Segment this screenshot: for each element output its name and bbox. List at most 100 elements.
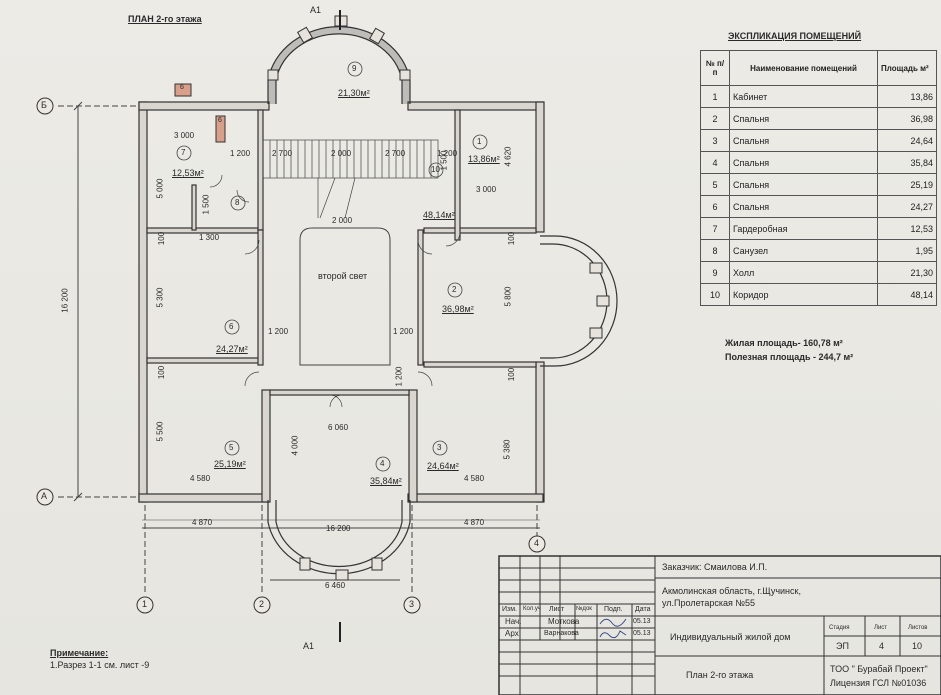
tb-sheet-header: Лист <box>874 625 888 631</box>
dim: 3 000 <box>174 131 195 140</box>
dim: 3 000 <box>476 185 497 194</box>
room-4-area: 35,84м² <box>370 476 402 486</box>
cell-no: 10 <box>700 283 730 306</box>
tb-row2-name: Варнакова <box>544 630 579 637</box>
tb-sheet: 4 <box>879 641 885 651</box>
dim: 4 000 <box>290 435 300 456</box>
dim: 100 <box>507 367 517 382</box>
tb-col-doc: №док <box>576 606 592 612</box>
note-text: 1.Разрез 1-1 см. лист -9 <box>50 660 150 670</box>
dim: 100 <box>507 231 517 246</box>
room-10-number: 10 <box>431 165 440 174</box>
dim: 1 200 <box>230 149 251 158</box>
dim: 2 000 <box>331 149 352 158</box>
axis-2-label: 2 <box>259 599 265 609</box>
dim: 100 <box>157 365 167 380</box>
section-marker-top: А1 <box>310 5 322 15</box>
dim: 1 200 <box>394 366 404 387</box>
tb-stage-header: Стадия <box>829 625 850 631</box>
cell-name: Спальня <box>729 151 878 174</box>
tb-drawing-name: План 2-го этажа <box>686 670 754 680</box>
tb-license: Лицензия ГСЛ №01036 <box>830 678 927 688</box>
vent-label-1: 6 <box>180 84 184 91</box>
tb-col-izm: Изм. <box>502 606 517 613</box>
section-marker-bottom: А1 <box>303 641 315 651</box>
room-7-area: 12,53м² <box>172 168 204 178</box>
room-10-area: 48,14м² <box>423 210 455 220</box>
plan-title: ПЛАН 2-го этажа <box>128 14 202 24</box>
cell-name: Гардеробная <box>729 217 878 240</box>
axis-4-label: 4 <box>534 538 540 548</box>
dim: 2 700 <box>385 149 406 158</box>
dim: 16 200 <box>60 288 70 313</box>
dim: 1 200 <box>268 327 289 336</box>
cell-no: 7 <box>700 217 730 240</box>
cell-no: 8 <box>700 239 730 262</box>
tb-col-list: Лист <box>549 606 565 613</box>
room-8-number: 8 <box>235 198 240 207</box>
room-3-area: 24,64м² <box>427 461 459 471</box>
tb-project: Индивидуальный жилой дом <box>670 632 791 642</box>
tb-col-sign: Подп. <box>604 606 623 613</box>
explication-header: № п/п Наименование помещений Площадь м² <box>700 50 937 86</box>
cell-no: 9 <box>700 261 730 284</box>
tb-address-2: ул.Пролетарская №55 <box>662 598 756 608</box>
note-title: Примечание: <box>50 648 109 658</box>
cell-name: Спальня <box>729 129 878 152</box>
dim: 1 500 <box>201 194 211 215</box>
cell-name: Спальня <box>729 107 878 130</box>
tb-org: ТОО " Бурабай Проект" <box>830 664 928 674</box>
room-1-number: 1 <box>477 137 482 146</box>
dim: 5 300 <box>155 287 165 308</box>
void-label: второй свет <box>318 271 368 281</box>
dim: 100 <box>157 231 167 246</box>
room-6-area: 24,27м² <box>216 344 248 354</box>
cell-name: Коридор <box>729 283 878 306</box>
cell-name: Кабинет <box>729 85 878 108</box>
cell-area: 12,53 <box>877 217 937 240</box>
dim: 5 000 <box>155 178 165 199</box>
tb-stage: ЭП <box>836 641 849 651</box>
dim: 4 870 <box>464 518 485 527</box>
living-area: Жилая площадь- 160,78 м² <box>725 338 843 348</box>
room-6-number: 6 <box>229 322 234 331</box>
cell-area: 21,30 <box>877 261 937 284</box>
room-1-area: 13,86м² <box>468 154 500 164</box>
cell-area: 1,95 <box>877 239 937 262</box>
cell-name: Спальня <box>729 195 878 218</box>
dim: 5 380 <box>502 439 512 460</box>
cell-no: 5 <box>700 173 730 196</box>
room-9-number: 9 <box>352 64 357 73</box>
cell-no: 2 <box>700 107 730 130</box>
tb-row1-name: Моткова <box>548 617 580 626</box>
dim: 1 300 <box>199 233 220 242</box>
dim: 4 580 <box>190 474 211 483</box>
tb-row1-role: Нач. <box>505 617 522 626</box>
tb-col-date: Дата <box>635 606 651 613</box>
dim: 6 460 <box>325 581 346 590</box>
cell-area: 36,98 <box>877 107 937 130</box>
tb-sheets-header: Листов <box>908 625 928 631</box>
cell-area: 48,14 <box>877 283 937 306</box>
cell-no: 1 <box>700 85 730 108</box>
signature-2 <box>599 630 627 639</box>
dim: 5 500 <box>155 421 165 442</box>
room-9-area: 21,30м² <box>338 88 370 98</box>
tb-col-kol: Кол.уч <box>523 606 541 612</box>
tb-sheets: 10 <box>912 641 923 651</box>
dim: 1 500 <box>439 150 449 171</box>
axis-a-label: А <box>41 491 48 501</box>
room-2-area: 36,98м² <box>442 304 474 314</box>
cell-area: 35,84 <box>877 151 937 174</box>
dim: 5 800 <box>503 286 513 307</box>
dim: 4 620 <box>503 146 513 167</box>
